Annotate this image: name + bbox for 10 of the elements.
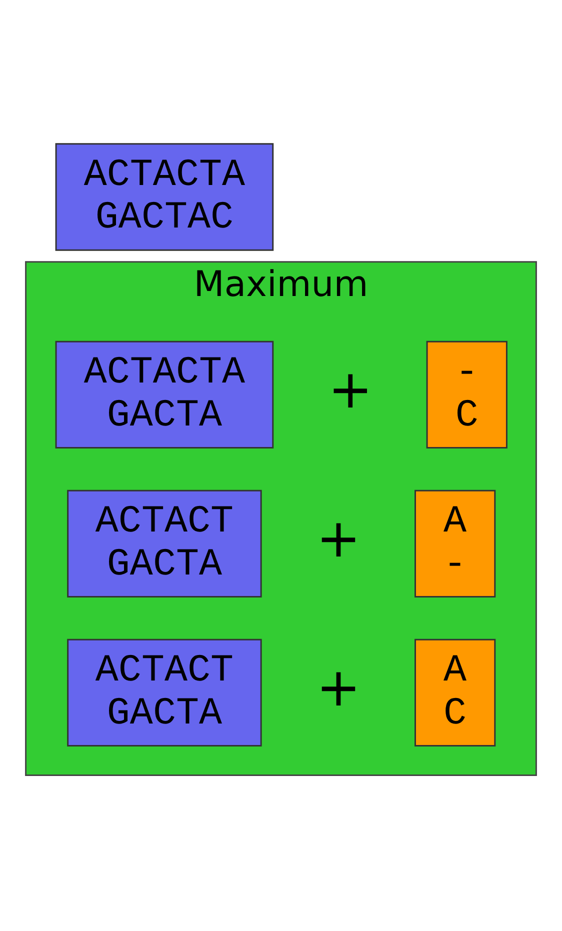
node-box: A C [414, 638, 496, 747]
node-box: A - [414, 490, 496, 598]
node-box: ACTACT GACTA [67, 638, 262, 747]
label: + [316, 508, 361, 570]
label: + [316, 656, 361, 719]
node-box: ACTACTA GACTA [55, 340, 274, 449]
node-box: ACTACT GACTA [67, 490, 262, 598]
node-box: ACTACTA GACTAC [55, 143, 274, 251]
label: + [328, 358, 373, 421]
node-box: - C [426, 340, 508, 449]
